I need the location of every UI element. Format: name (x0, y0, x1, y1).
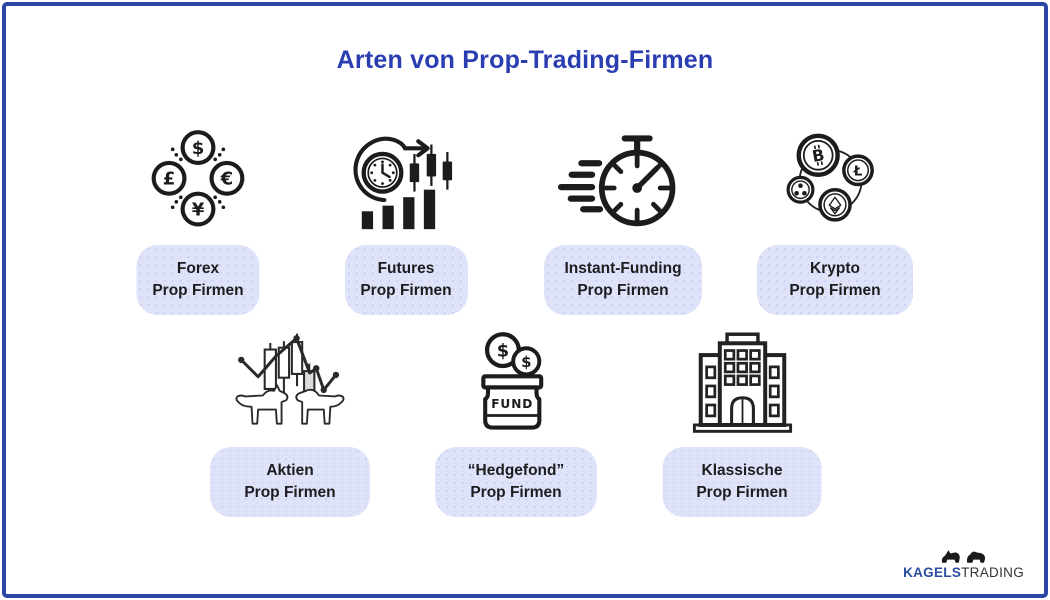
pound-symbol: £ (163, 168, 176, 189)
label-line2: Prop Firmen (470, 484, 562, 501)
fund-label: FUND (491, 397, 533, 411)
label-card-krypto: Krypto Prop Firmen (757, 245, 913, 315)
dollar-symbol: $ (521, 353, 531, 371)
euro-symbol: € (220, 168, 234, 189)
clock-hands (381, 163, 391, 178)
bull-bear-chart-icon (229, 318, 351, 442)
label-line1: Krypto (810, 260, 860, 277)
label-line2: Prop Firmen (696, 484, 788, 501)
futures-clock-candles-icon (343, 112, 469, 240)
label-line1: Klassische (701, 462, 783, 479)
label-line1: Aktien (266, 462, 314, 479)
clock-ticks (370, 160, 395, 185)
label-card-klassische: Klassische Prop Firmen (662, 447, 822, 517)
label-line1: Forex (176, 260, 220, 277)
bear-outline (295, 388, 345, 425)
speed-lines (557, 159, 604, 212)
price-line (239, 336, 338, 391)
label-line1: “Hedgefond” (467, 462, 565, 479)
bull-outline (235, 383, 289, 425)
item-forex: $ £ € ¥ Forex Prop Firmen (136, 112, 260, 315)
candlesticks (409, 144, 453, 192)
item-instant-funding: Instant-Funding Prop Firmen (544, 112, 702, 315)
label-line2: Prop Firmen (789, 282, 881, 299)
dotted-arcs (170, 147, 226, 209)
dollar-coin-small: $ (511, 346, 542, 377)
label-line1: Futures (377, 260, 435, 277)
bitcoin-symbol: B (811, 145, 826, 166)
arch-door (729, 395, 755, 425)
label-line2: Prop Firmen (244, 484, 336, 501)
stopwatch-icon (552, 112, 694, 240)
brand-name-bold: KAGELS (903, 565, 962, 580)
bank-building-icon (683, 318, 801, 442)
label-line1: Instant-Funding (564, 260, 682, 277)
label-line2: Prop Firmen (577, 282, 669, 299)
bull-bear-silhouettes-icon (941, 550, 985, 563)
litecoin-coin: Ł (842, 153, 874, 186)
bear-silhouette-icon (966, 551, 985, 563)
ripple-coin (786, 175, 815, 204)
page-title: Arten von Prop-Trading-Firmen (336, 46, 714, 74)
dollar-symbol: $ (497, 342, 509, 362)
jar-body (483, 385, 542, 430)
label-line2: Prop Firmen (152, 282, 244, 299)
ethereum-coin (818, 187, 852, 222)
growth-bars (361, 189, 436, 229)
arrowhead (416, 138, 430, 157)
label-card-forex: Forex Prop Firmen (136, 245, 260, 315)
brand-logo: KAGELSTRADING (903, 547, 1024, 580)
litecoin-symbol: Ł (853, 164, 863, 179)
brand-name: KAGELSTRADING (903, 566, 1024, 580)
label-card-aktien: Aktien Prop Firmen (210, 447, 370, 517)
label-card-futures: Futures Prop Firmen (344, 245, 468, 315)
dollar-symbol: $ (192, 137, 205, 158)
forex-currencies-icon: $ £ € ¥ (137, 112, 260, 240)
item-aktien: Aktien Prop Firmen (210, 318, 370, 517)
crypto-coins-icon: Ł B (764, 112, 906, 240)
brand-name-regular: TRADING (961, 565, 1024, 580)
bull-silhouette-icon (941, 550, 960, 563)
tower-windows (723, 348, 761, 386)
label-line2: Prop Firmen (360, 282, 452, 299)
item-klassische: Klassische Prop Firmen (662, 318, 822, 517)
price-dots (238, 334, 340, 393)
yen-symbol: ¥ (192, 199, 205, 220)
base-plinth (692, 423, 792, 433)
label-card-instant-funding: Instant-Funding Prop Firmen (544, 245, 702, 315)
item-hedgefond: $ $ FUND “Hedgefond” Prop Firmen (435, 318, 597, 517)
item-futures: Futures Prop Firmen (343, 112, 469, 315)
item-krypto: Ł B Krypto Prop Firmen (757, 112, 913, 315)
label-card-hedgefond: “Hedgefond” Prop Firmen (435, 447, 597, 517)
fund-jar-icon: $ $ FUND (460, 318, 572, 442)
wing-windows (704, 365, 780, 417)
bitcoin-coin: B (796, 133, 840, 177)
